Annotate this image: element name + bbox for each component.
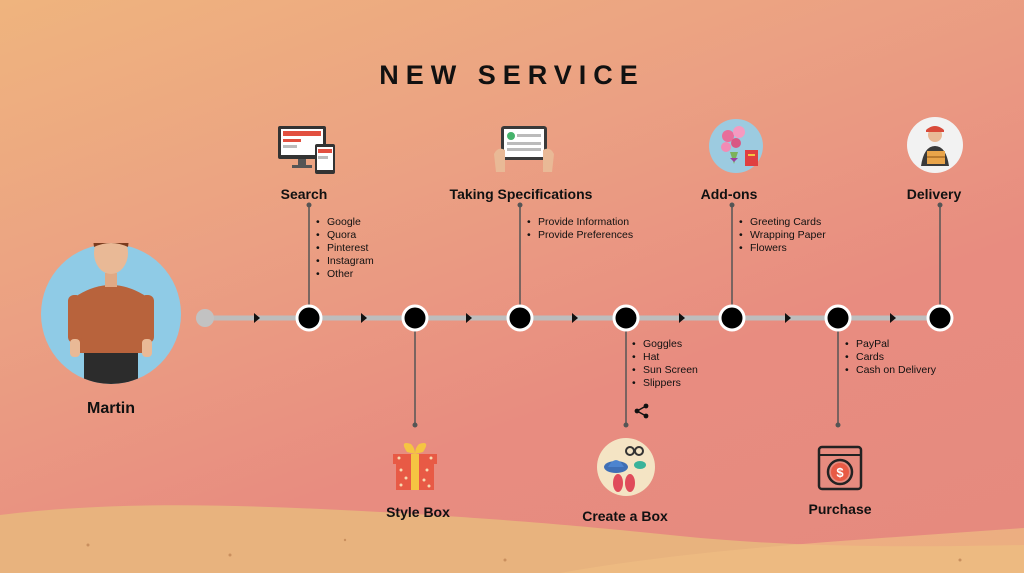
arrow-marker	[466, 313, 472, 323]
flowers-gift-icon	[709, 119, 763, 173]
person-avatar-icon	[41, 243, 181, 384]
node-style-box	[401, 304, 429, 332]
share-icon[interactable]	[634, 403, 650, 419]
node-add-ons	[718, 304, 746, 332]
gift-box-icon	[393, 443, 437, 490]
page-title: NEW SERVICE	[379, 60, 645, 91]
arrow-marker	[572, 313, 578, 323]
list-item: Other	[316, 268, 374, 281]
list-item: Slippers	[632, 377, 698, 390]
node-create-box	[612, 304, 640, 332]
node-specifications	[506, 304, 534, 332]
tablet-hands-icon	[494, 126, 554, 172]
stage-label-search: Search	[280, 186, 328, 202]
search-options-list: Google Quora Pinterest Instagram Other	[316, 216, 374, 281]
purchase-options-list: PayPal Cards Cash on Delivery	[845, 338, 936, 377]
arrow-marker	[890, 313, 896, 323]
stage-label-create-box: Create a Box	[582, 508, 668, 524]
add-ons-list: Greeting Cards Wrapping Paper Flowers	[739, 216, 826, 255]
purchase-dollar-icon: $	[817, 445, 863, 491]
beach-items-icon	[597, 438, 655, 496]
node-search	[295, 304, 323, 332]
node-purchase	[824, 304, 852, 332]
list-item: Instagram	[316, 255, 374, 268]
list-item: Wrapping Paper	[739, 229, 826, 242]
specifications-list: Provide Information Provide Preferences	[527, 216, 633, 242]
person-name: Martin	[87, 400, 135, 417]
connectors	[308, 205, 941, 425]
stage-label-add-ons: Add-ons	[700, 186, 758, 202]
list-item: Cards	[845, 351, 936, 364]
stage-label-specifications: Taking Specifications	[449, 186, 593, 202]
stage-label-purchase: Purchase	[808, 501, 872, 517]
list-item: Hat	[632, 351, 698, 364]
list-item: Goggles	[632, 338, 698, 351]
list-item: Greeting Cards	[739, 216, 826, 229]
list-item: Provide Information	[527, 216, 633, 229]
devices-icon	[278, 126, 335, 174]
list-item: Sun Screen	[632, 364, 698, 377]
timeline-arrows	[254, 313, 896, 323]
create-box-list: Goggles Hat Sun Screen Slippers	[632, 338, 698, 390]
svg-text:$: $	[836, 465, 844, 480]
delivery-person-icon	[907, 117, 963, 173]
list-item: Quora	[316, 229, 374, 242]
timeline-nodes	[295, 304, 954, 332]
arrow-marker	[361, 313, 367, 323]
arrow-marker	[679, 313, 685, 323]
arrow-marker	[785, 313, 791, 323]
list-item: Pinterest	[316, 242, 374, 255]
list-item: Provide Preferences	[527, 229, 633, 242]
stage-label-delivery: Delivery	[906, 186, 962, 202]
node-delivery	[926, 304, 954, 332]
list-item: PayPal	[845, 338, 936, 351]
timeline-start	[196, 309, 214, 327]
list-item: Cash on Delivery	[845, 364, 936, 377]
list-item: Google	[316, 216, 374, 229]
list-item: Flowers	[739, 242, 826, 255]
arrow-marker	[254, 313, 260, 323]
stage-label-style-box: Style Box	[386, 504, 450, 520]
